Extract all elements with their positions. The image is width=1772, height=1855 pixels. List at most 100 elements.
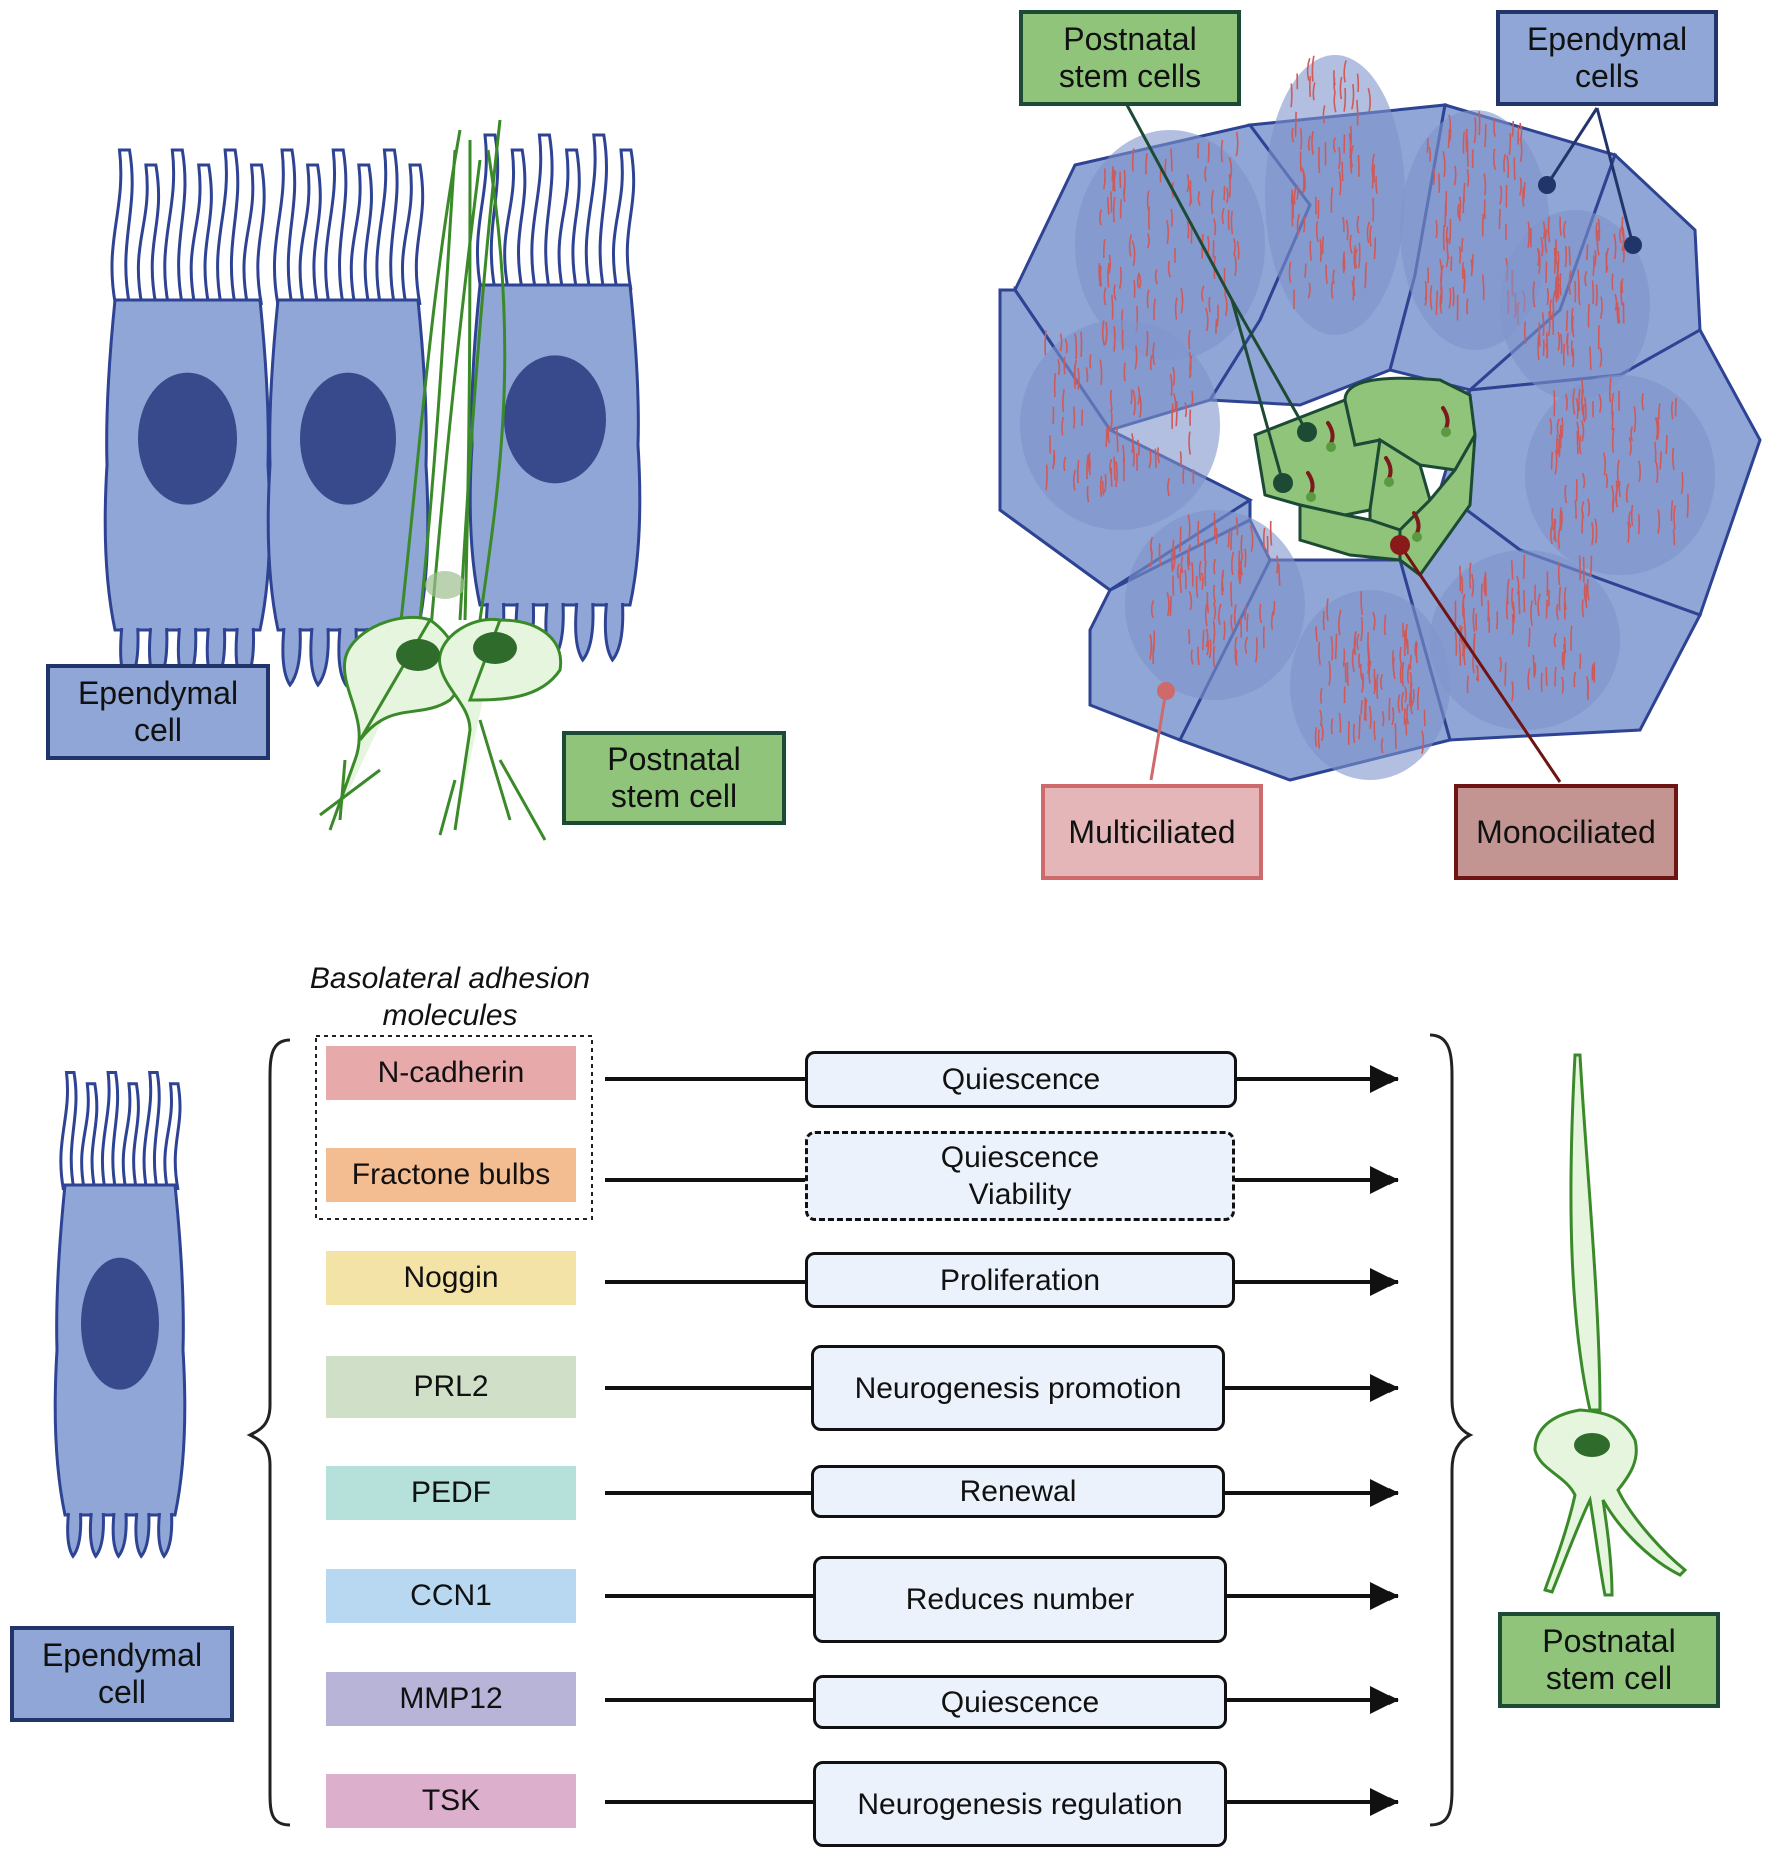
cilium-stroke: [1401, 661, 1405, 687]
cilium-stroke: [1592, 255, 1595, 276]
cilia-field-base: [1265, 55, 1405, 335]
cilium-stroke: [1232, 238, 1236, 256]
cilium-stroke: [1587, 303, 1590, 328]
cilium-stroke: [1379, 673, 1384, 691]
cilium-stroke: [1368, 706, 1372, 729]
cilium-stroke: [1471, 573, 1475, 597]
cilium-stroke: [1581, 511, 1584, 534]
stem-cell-processes: [398, 119, 507, 641]
cilium-stroke: [1680, 472, 1684, 494]
cilium-stroke: [1574, 500, 1577, 519]
cilium-stroke: [1318, 147, 1321, 173]
cilium-stroke: [1518, 590, 1521, 615]
cilium-stroke: [1373, 237, 1377, 260]
cilium-stroke: [1321, 236, 1325, 255]
single-ependymal-cell: [53, 1071, 187, 1559]
cilium-stroke: [1166, 477, 1171, 497]
cilium-stroke: [1574, 280, 1577, 303]
cilium-stroke: [1128, 234, 1133, 257]
molecule-mmp12: MMP12: [326, 1672, 576, 1726]
cilium-stroke: [1616, 302, 1620, 324]
cilium-stroke: [1559, 333, 1563, 354]
cilium-stroke: [1233, 254, 1237, 277]
cilium-stroke: [1101, 480, 1105, 496]
cilium-stroke: [1510, 560, 1514, 580]
cilium-stroke: [1412, 688, 1415, 704]
cilium-stroke: [1426, 138, 1429, 153]
cilium-stroke: [1439, 291, 1443, 314]
cilium-stroke: [1563, 637, 1567, 654]
cilium-stroke: [1314, 727, 1318, 747]
multiciliated-pointer-dot: [1157, 682, 1175, 700]
cilium-stroke: [1330, 636, 1334, 661]
cilium-stroke: [1534, 584, 1537, 606]
cilium-stroke: [1170, 552, 1174, 572]
cilium-stroke: [1372, 611, 1376, 631]
cilium-stroke: [1235, 517, 1239, 536]
cilium-stroke: [1114, 460, 1118, 488]
cilium-stroke: [1320, 687, 1323, 704]
cilium-stroke: [1360, 590, 1364, 616]
cilium-stroke: [1062, 388, 1065, 413]
cilium-stroke: [1239, 565, 1242, 582]
effect-neurogenesis-regulation: Neurogenesis regulation: [813, 1761, 1227, 1847]
cilium: [349, 163, 373, 306]
cilium-stroke: [1457, 204, 1460, 219]
ependymal-cell: [266, 148, 430, 688]
cilium-stroke: [1223, 268, 1227, 295]
cilium-stroke: [1603, 452, 1607, 476]
cilium-stroke: [1154, 269, 1158, 285]
cilium-stroke: [1221, 569, 1225, 592]
cilium-stroke: [1102, 239, 1106, 259]
molecule-ccn1: CCN1: [326, 1569, 576, 1623]
cilium-stroke: [1238, 550, 1241, 576]
cilium-stroke: [1540, 237, 1544, 257]
cilium-stroke: [1317, 729, 1321, 749]
cilium-stroke: [1511, 681, 1514, 702]
cilium-stroke: [1414, 640, 1418, 656]
cilium-stroke: [1212, 620, 1216, 645]
stem-nucleus: [396, 639, 440, 671]
cilium-stroke: [1269, 520, 1273, 546]
cilium-stroke: [1446, 238, 1450, 260]
cilium-stroke: [1186, 221, 1190, 239]
arrowhead: [1370, 1788, 1398, 1816]
cilium-stroke: [1134, 345, 1138, 370]
cilium-stroke: [1659, 451, 1662, 470]
cilium-stroke: [1259, 603, 1263, 624]
panel-c: [53, 1033, 1688, 1827]
cilium-stroke: [1628, 437, 1632, 456]
ependymal-cell: [103, 148, 272, 688]
cilium-stroke: [1099, 209, 1102, 226]
cilium-stroke: [1255, 637, 1258, 663]
cilium-stroke: [1545, 599, 1548, 619]
cilium-stroke: [1458, 643, 1462, 666]
cilium-stroke: [1236, 240, 1240, 260]
cilium-stroke: [1169, 596, 1172, 617]
cilium-stroke: [1576, 431, 1579, 455]
cilium-stroke: [1205, 307, 1209, 332]
cilium-stroke: [1174, 297, 1178, 320]
cilium: [189, 163, 213, 306]
cilium-stroke: [1302, 216, 1306, 233]
cilium: [557, 148, 581, 291]
cilium-stroke: [1299, 128, 1303, 150]
cilium-stroke: [1561, 417, 1564, 439]
cilium-stroke: [1089, 354, 1092, 369]
cilium-stroke: [1466, 675, 1469, 694]
stem-cell-pointer-dot: [1297, 422, 1317, 442]
cilium-stroke: [1611, 411, 1614, 431]
cilium-stroke: [1547, 311, 1551, 337]
cilium-stroke: [1560, 510, 1563, 529]
molecule-prl2: PRL2: [326, 1356, 576, 1418]
cilium-stroke: [1614, 480, 1618, 501]
cilium-stroke: [1448, 218, 1452, 245]
cilium-stroke: [1208, 639, 1212, 659]
cilium-stroke: [1672, 528, 1676, 546]
cilium-stroke: [1152, 342, 1156, 365]
cilium-stroke: [1545, 261, 1548, 283]
cilium-stroke: [1551, 508, 1555, 531]
cilium-stroke: [1581, 389, 1585, 415]
cilium-stroke: [1598, 393, 1602, 413]
